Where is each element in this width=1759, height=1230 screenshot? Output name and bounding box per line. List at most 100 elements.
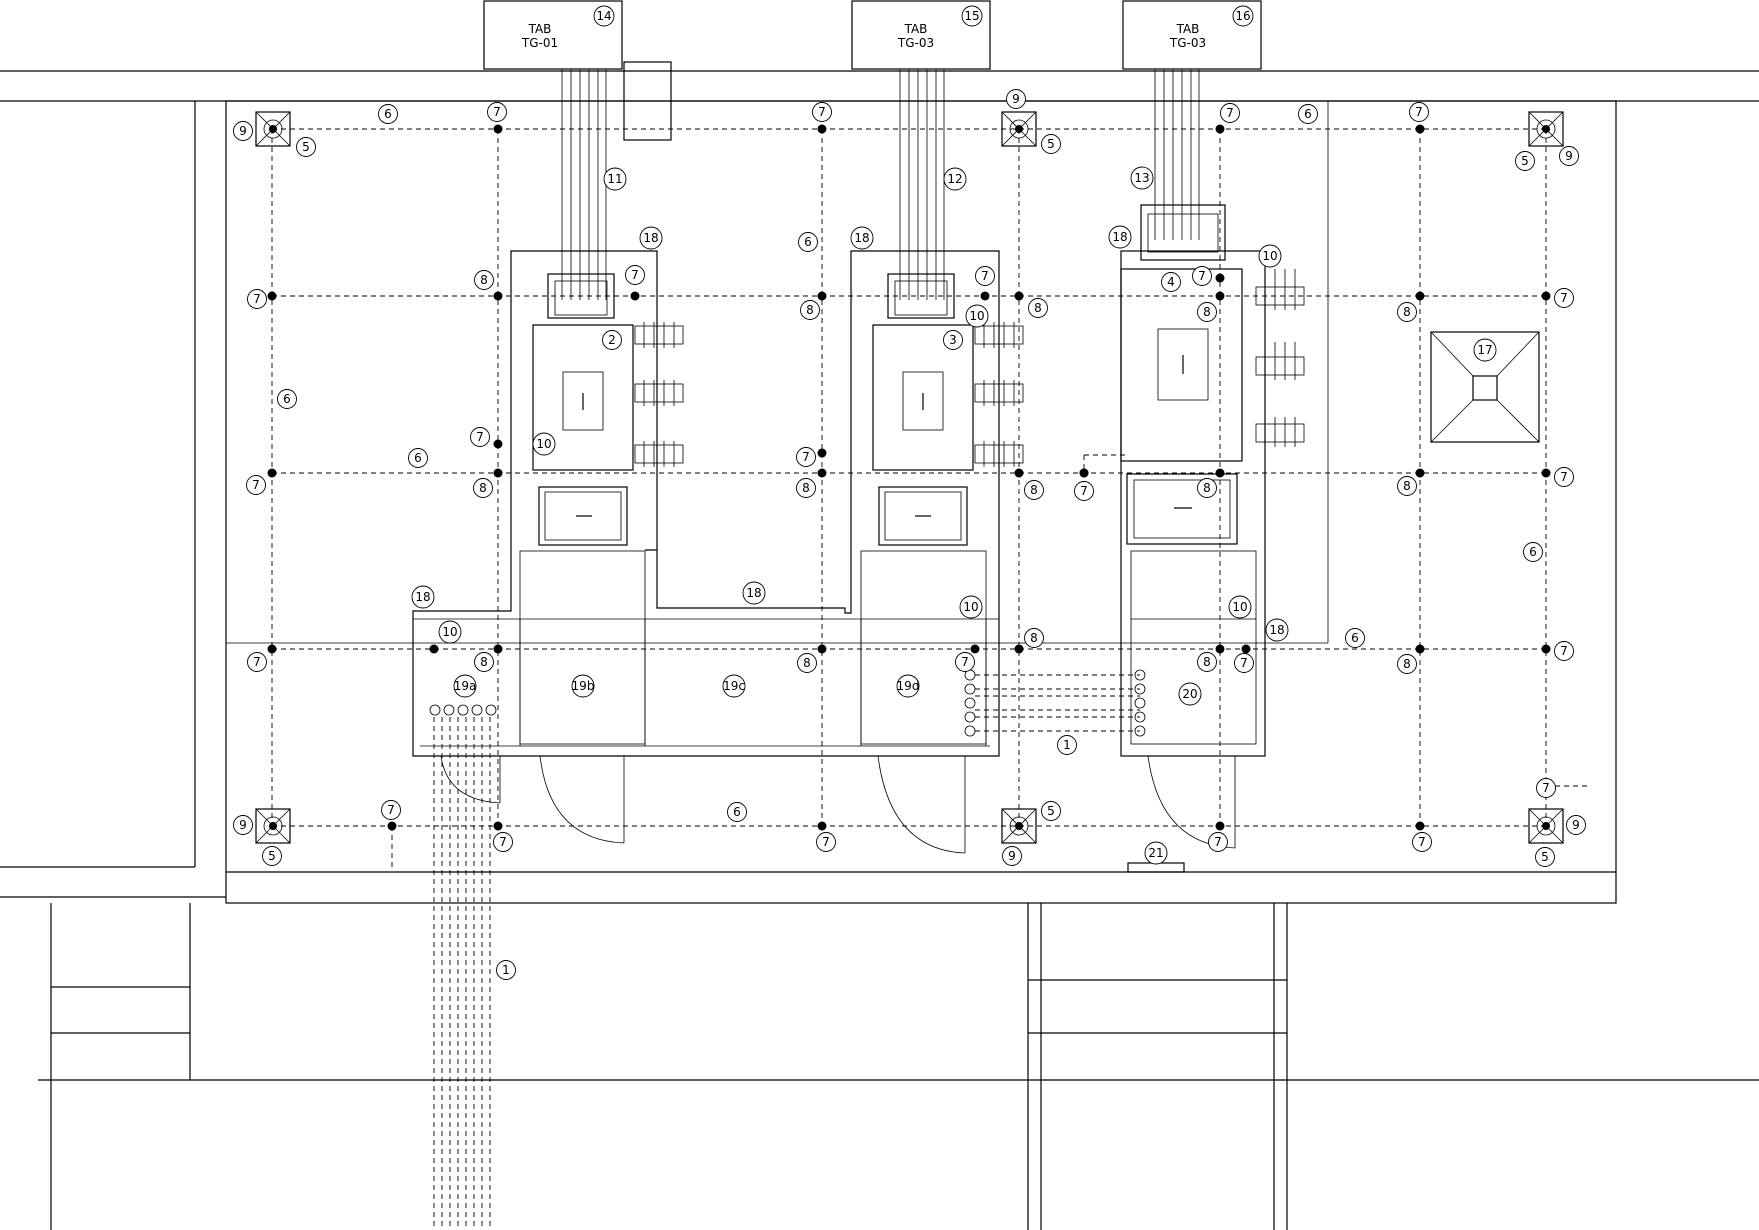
svg-text:9: 9 [1008,849,1016,863]
callout-5: 5 [1515,151,1535,171]
callout-6: 6 [1298,104,1318,124]
callout-7: 7 [1554,288,1574,308]
callout-8: 8 [1024,628,1044,648]
callout-7: 7 [1412,832,1432,852]
svg-text:8: 8 [1403,479,1411,493]
svg-text:7: 7 [1226,106,1234,120]
svg-text:8: 8 [1203,655,1211,669]
svg-text:12: 12 [947,172,962,186]
svg-text:10: 10 [442,625,457,639]
callout-4: 4 [1161,272,1181,292]
callout-6: 6 [798,232,818,252]
callout-7: 7 [247,289,267,309]
svg-text:7: 7 [1198,269,1206,283]
callout-6: 6 [1345,628,1365,648]
tab-box-line1: TAB [1176,22,1200,36]
tab-box-tg03-b: TAB TG-03 16 [1122,0,1262,70]
tab-box-tg01: TAB TG-01 14 [483,0,623,70]
callout-1: 1 [1057,735,1077,755]
callout-6: 6 [727,802,747,822]
svg-text:7: 7 [1415,105,1423,119]
callout-7: 7 [796,447,816,467]
svg-text:6: 6 [733,805,741,819]
callout-18: 18 [1108,225,1132,249]
svg-text:13: 13 [1134,171,1149,185]
callout-7: 7 [247,652,267,672]
svg-text:5: 5 [1047,804,1055,818]
svg-text:7: 7 [499,835,507,849]
svg-text:11: 11 [607,172,622,186]
svg-text:7: 7 [1418,835,1426,849]
svg-text:18: 18 [1269,623,1284,637]
callout-7: 7 [246,475,266,495]
callout-7: 7 [1554,641,1574,661]
callout-8: 8 [1397,476,1417,496]
pyramid-symbol [1430,331,1540,443]
callout-7: 7 [1234,653,1254,673]
callout-9: 9 [1559,146,1579,166]
callout-8: 8 [474,270,494,290]
svg-text:5: 5 [268,849,276,863]
svg-text:7: 7 [981,269,989,283]
callout-7: 7 [1409,102,1429,122]
svg-text:10: 10 [969,309,984,323]
svg-text:6: 6 [283,392,291,406]
svg-text:7: 7 [961,655,969,669]
svg-text:19b: 19b [572,679,595,693]
svg-text:9: 9 [239,818,247,832]
callout-20: 20 [1178,682,1202,706]
svg-text:1: 1 [502,963,510,977]
svg-text:6: 6 [1351,631,1359,645]
ground-rod-box [255,111,291,147]
callout-18: 18 [850,226,874,250]
callout-7: 7 [1536,778,1556,798]
callout-7: 7 [1220,103,1240,123]
svg-text:9: 9 [1572,818,1580,832]
ground-rod-boxes [255,111,1564,844]
callout-6: 6 [277,389,297,409]
callout-8: 8 [1024,480,1044,500]
svg-text:8: 8 [479,481,487,495]
svg-text:7: 7 [802,450,810,464]
callout-7: 7 [975,266,995,286]
callout-21: 21 [1144,841,1168,865]
svg-text:17: 17 [1477,343,1492,357]
callout-8: 8 [474,652,494,672]
svg-text:6: 6 [384,107,392,121]
callout-18: 18 [411,585,435,609]
callout-9: 9 [233,815,253,835]
switchgear-row [413,618,1146,854]
svg-text:19a: 19a [454,679,477,693]
tab-box-tg03-a: TAB TG-03 15 [851,0,991,70]
tab-box-line2: TG-03 [897,36,934,50]
callout-7: 7 [816,832,836,852]
grounding-grid [271,128,1588,1230]
svg-text:19d: 19d [897,679,920,693]
svg-text:7: 7 [822,835,830,849]
svg-text:10: 10 [963,600,978,614]
svg-text:5: 5 [1047,137,1055,151]
callout-7: 7 [1554,467,1574,487]
svg-text:8: 8 [1203,305,1211,319]
svg-text:9: 9 [1565,149,1573,163]
svg-text:7: 7 [1560,470,1568,484]
callout-8: 8 [1397,654,1417,674]
svg-text:6: 6 [1304,107,1312,121]
callout-7: 7 [625,265,645,285]
svg-text:7: 7 [1542,781,1550,795]
callout-10: 10 [532,432,556,456]
svg-text:6: 6 [1529,545,1537,559]
svg-text:8: 8 [806,303,814,317]
transformer-3 [1120,204,1305,849]
callout-6: 6 [378,104,398,124]
svg-text:20: 20 [1182,687,1197,701]
callout-10: 10 [959,595,983,619]
svg-text:7: 7 [631,268,639,282]
tab-box-line2: TG-03 [1169,36,1206,50]
callout-8: 8 [1028,298,1048,318]
callout-7: 7 [487,102,507,122]
svg-text:10: 10 [1232,600,1247,614]
callout-8: 8 [797,653,817,673]
svg-text:8: 8 [1034,301,1042,315]
